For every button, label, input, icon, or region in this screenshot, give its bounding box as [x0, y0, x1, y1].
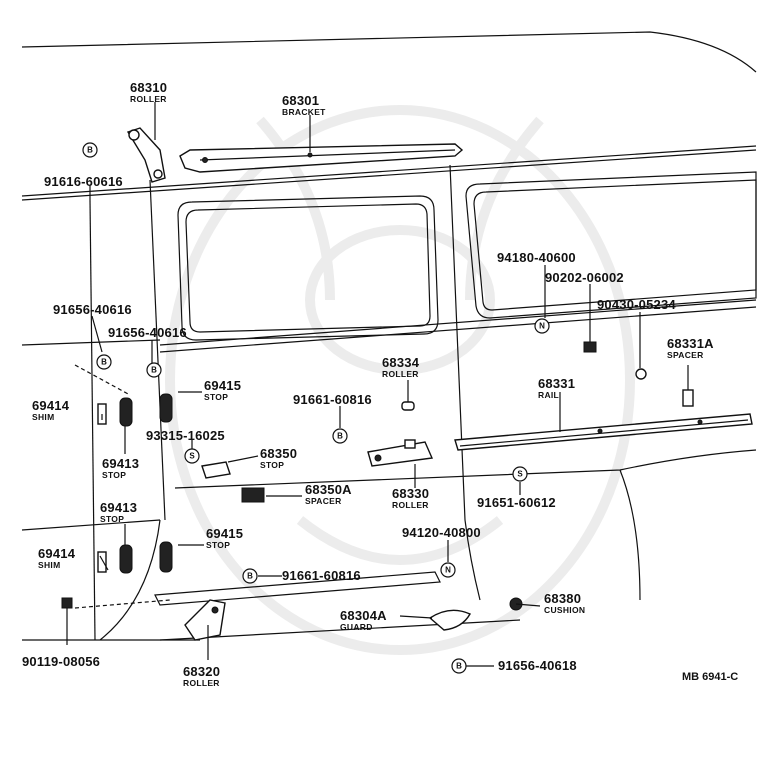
svg-text:N: N	[445, 566, 451, 575]
roller-68310	[126, 127, 166, 183]
callout-69415a-name: STOP	[204, 392, 228, 402]
svg-text:B: B	[247, 572, 253, 581]
callout-68304a-name: GUARD	[340, 622, 373, 632]
callout-68350a-number: 68350A	[305, 482, 352, 497]
bolt-90119	[61, 597, 73, 645]
callout-94180-number: 94180-40600	[497, 250, 576, 265]
clip-90430	[635, 368, 647, 380]
callout-labels: 68310 ROLLER 68301 BRACKET 91616-60616 9…	[22, 80, 738, 688]
shim-69414-lower	[97, 551, 107, 573]
svg-text:N: N	[539, 322, 545, 331]
roller-68334	[401, 401, 415, 411]
callout-91661b-number: 91661-60816	[293, 392, 372, 407]
callout-90430-number: 90430-05234	[597, 297, 676, 312]
svg-text:B: B	[456, 662, 462, 671]
callout-69413b-name: STOP	[100, 514, 124, 524]
badge-s: S	[512, 466, 528, 482]
callout-69415b-name: STOP	[206, 540, 230, 550]
callout-68350-name: STOP	[260, 460, 284, 470]
reference-dashed-lines	[74, 364, 171, 609]
callout-69413b-number: 69413	[100, 500, 137, 515]
diagram-reference-code: MB 6941-C	[682, 671, 738, 683]
stop-68350	[201, 461, 231, 479]
callout-68331a-number: 68331A	[667, 336, 714, 351]
callout-91616-number: 91616-60616	[44, 174, 123, 189]
stop-69413-upper	[119, 397, 133, 427]
callout-68334-number: 68334	[382, 355, 420, 370]
callout-68330-number: 68330	[392, 486, 429, 501]
callout-90202-number: 90202-06002	[545, 270, 624, 285]
badge-b: B	[242, 568, 258, 584]
badge-b: B	[146, 362, 162, 378]
badge-b: B	[332, 428, 348, 444]
badge-n: N	[440, 562, 456, 578]
callout-68331-name: RAIL	[538, 390, 559, 400]
spacer-68331a	[682, 365, 694, 407]
callout-91656c-number: 91656-40618	[498, 658, 577, 673]
callout-91651-number: 91651-60612	[477, 495, 556, 510]
roller-68330	[367, 439, 434, 467]
callout-68380-number: 68380	[544, 591, 581, 606]
svg-text:B: B	[151, 366, 157, 375]
callout-90119-number: 90119-08056	[22, 654, 100, 669]
callout-68380-name: CUSHION	[544, 605, 585, 615]
callout-68334-name: ROLLER	[382, 369, 419, 379]
callout-69414b-name: SHIM	[38, 560, 60, 570]
callout-68331-number: 68331	[538, 376, 575, 391]
watermark-logo	[165, 105, 635, 655]
spacer-68350a	[241, 487, 265, 503]
badge-s: S	[184, 448, 200, 464]
callout-94120-number: 94120-40800	[402, 525, 481, 540]
callout-69413a-name: STOP	[102, 470, 126, 480]
badge-b: B	[82, 142, 98, 158]
svg-text:S: S	[517, 470, 523, 479]
badge-b: B	[96, 354, 112, 370]
badge-n: N	[534, 318, 550, 334]
badge-b: B	[451, 658, 467, 674]
callout-68320-name: ROLLER	[183, 678, 220, 688]
callout-68301-number: 68301	[282, 93, 319, 108]
callout-69414a-name: SHIM	[32, 412, 54, 422]
svg-text:B: B	[101, 358, 107, 367]
callout-91656a-number: 91656-40616	[53, 302, 132, 317]
rail-68331	[454, 413, 753, 451]
leader-lines	[89, 102, 641, 667]
callout-93315-number: 93315-16025	[146, 428, 225, 443]
callout-68310-name: ROLLER	[130, 94, 167, 104]
guard-68304a	[428, 609, 471, 631]
callout-68331a-name: SPACER	[667, 350, 704, 360]
stop-69415-upper	[159, 393, 173, 423]
roller-68320	[184, 599, 226, 641]
callout-68320-number: 68320	[183, 664, 220, 679]
callout-68301-name: BRACKET	[282, 107, 326, 117]
callout-69415b-number: 69415	[206, 526, 243, 541]
nut-90202	[583, 341, 597, 353]
svg-text:S: S	[189, 452, 195, 461]
callout-91661a-number: 91661-60816	[282, 568, 361, 583]
callout-69415a-number: 69415	[204, 378, 241, 393]
callout-69413a-number: 69413	[102, 456, 139, 471]
callout-69414a-number: 69414	[32, 398, 70, 413]
callout-69414b-number: 69414	[38, 546, 76, 561]
callout-68330-name: ROLLER	[392, 500, 429, 510]
svg-text:B: B	[337, 432, 343, 441]
stop-69413-lower	[119, 544, 133, 574]
callout-68350a-name: SPACER	[305, 496, 342, 506]
callout-68350-number: 68350	[260, 446, 297, 461]
bracket-68301	[179, 143, 464, 173]
callout-68310-number: 68310	[130, 80, 167, 95]
callout-68304a-number: 68304A	[340, 608, 387, 623]
callout-91656b-number: 91656-40616	[108, 325, 187, 340]
marker-badges: B B B S B N S N B B	[82, 142, 550, 674]
svg-text:B: B	[87, 146, 93, 155]
stop-69415-lower	[159, 541, 173, 573]
